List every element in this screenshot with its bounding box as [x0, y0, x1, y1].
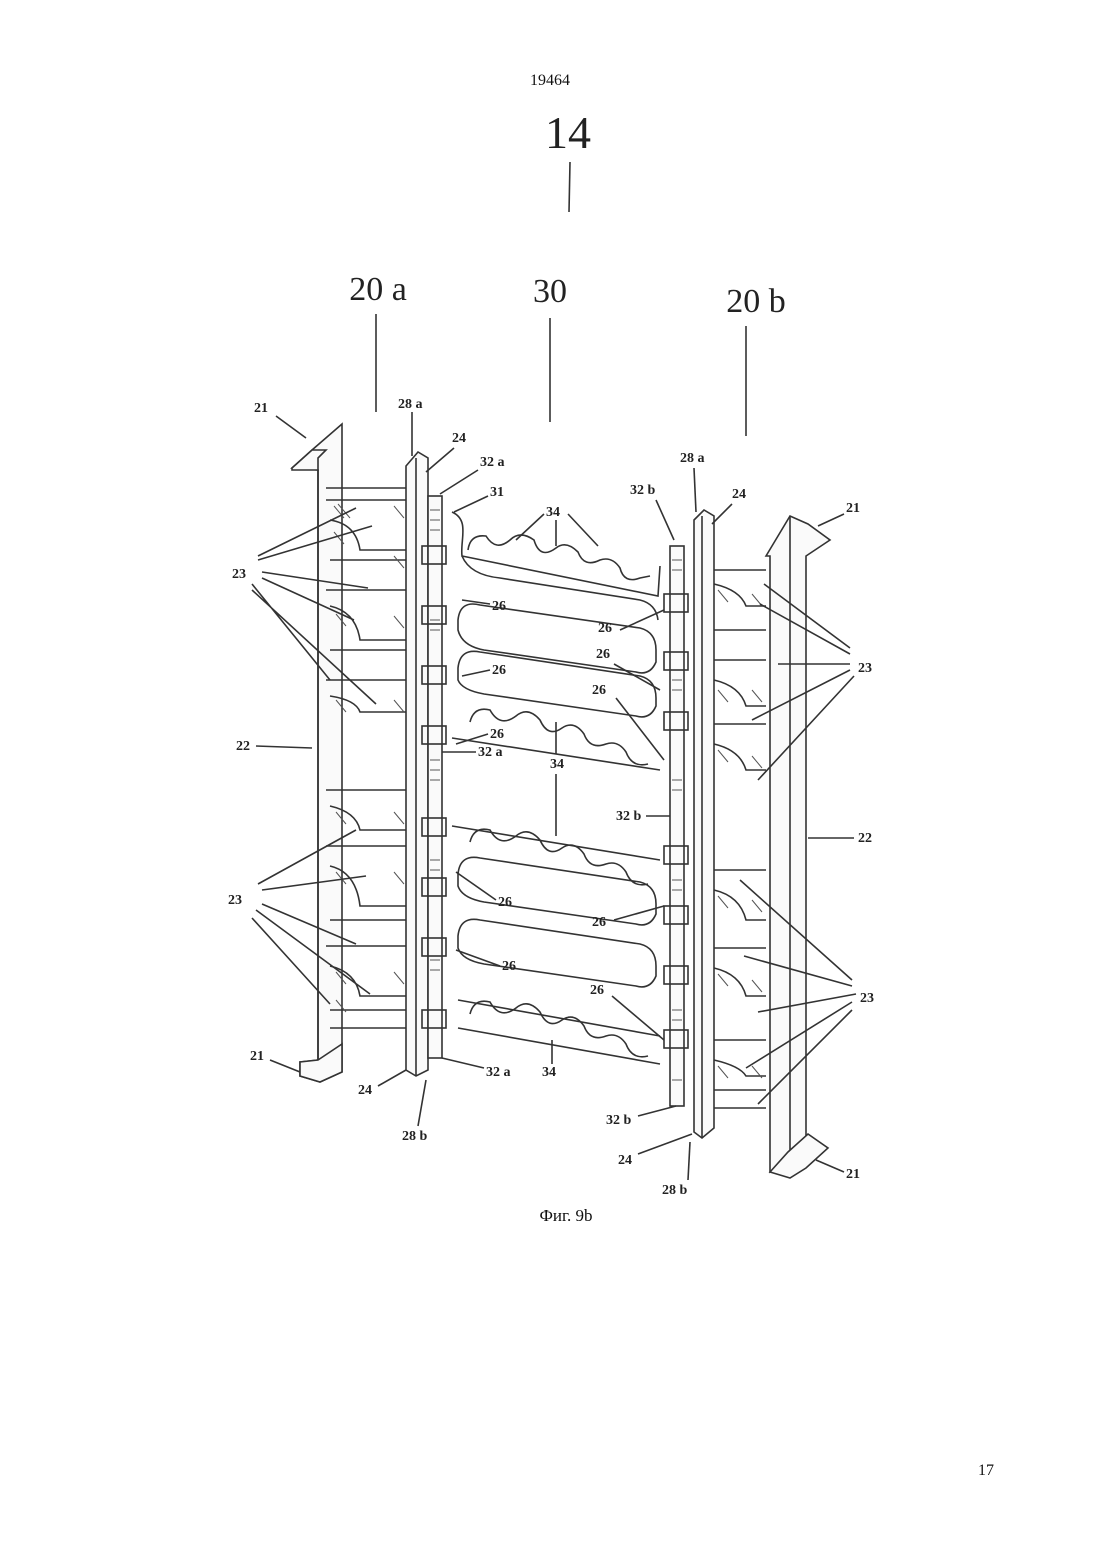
label-26-f: 26: [592, 683, 606, 698]
label-26-b: 26: [492, 663, 506, 678]
label-21-top-right: 21: [846, 501, 860, 516]
label-26-e: 26: [596, 647, 610, 662]
label-22-left: 22: [236, 739, 250, 754]
left-panel: [292, 424, 428, 1082]
label-21-bottom-left: 21: [250, 1049, 264, 1064]
label-32a-top: 32 a: [480, 455, 505, 470]
hinge-right: [664, 546, 688, 1106]
label-34-middle: 34: [550, 757, 564, 772]
label-28a-right: 28 a: [680, 451, 705, 466]
label-24-top-right: 24: [732, 487, 746, 502]
label-22-right: 22: [858, 831, 872, 846]
label-26-g: 26: [498, 895, 512, 910]
label-32a-bottom: 32 a: [486, 1065, 511, 1080]
label-32b-bottom: 32 b: [606, 1113, 632, 1128]
label-24-bottom-right: 24: [618, 1153, 632, 1168]
label-23-top-left: 23: [232, 567, 246, 582]
label-26-d: 26: [598, 621, 612, 636]
figure-caption: Фиг. 9b: [0, 1206, 1100, 1226]
label-32b-top: 32 b: [630, 483, 656, 498]
label-32a-middle: 32 a: [478, 745, 503, 760]
label-center: 30: [533, 273, 567, 310]
label-26-c: 26: [490, 727, 504, 742]
label-28b-left: 28 b: [402, 1129, 428, 1144]
label-24-top-left: 24: [452, 431, 466, 446]
label-24-bottom-left: 24: [358, 1083, 372, 1098]
label-28b-right: 28 b: [662, 1183, 688, 1198]
label-34-top: 34: [546, 505, 560, 520]
label-23-bottom-left: 23: [228, 893, 242, 908]
label-panel-left: 20 a: [349, 271, 407, 308]
label-26-i: 26: [592, 915, 606, 930]
label-panel-right: 20 b: [726, 283, 786, 320]
label-31: 31: [490, 485, 504, 500]
label-34-bottom: 34: [542, 1065, 556, 1080]
label-21-bottom-right: 21: [846, 1167, 860, 1182]
label-26-a: 26: [492, 599, 506, 614]
label-23-top-right: 23: [858, 661, 872, 676]
right-panel: [694, 510, 830, 1178]
label-23-bottom-right: 23: [860, 991, 874, 1006]
label-assembly: 14: [545, 107, 591, 158]
label-32b-middle: 32 b: [616, 809, 642, 824]
label-21-top-left: 21: [254, 401, 268, 416]
page-number: 17: [978, 1462, 994, 1480]
label-28a-left: 28 a: [398, 397, 423, 412]
label-26-j: 26: [590, 983, 604, 998]
label-26-h: 26: [502, 959, 516, 974]
